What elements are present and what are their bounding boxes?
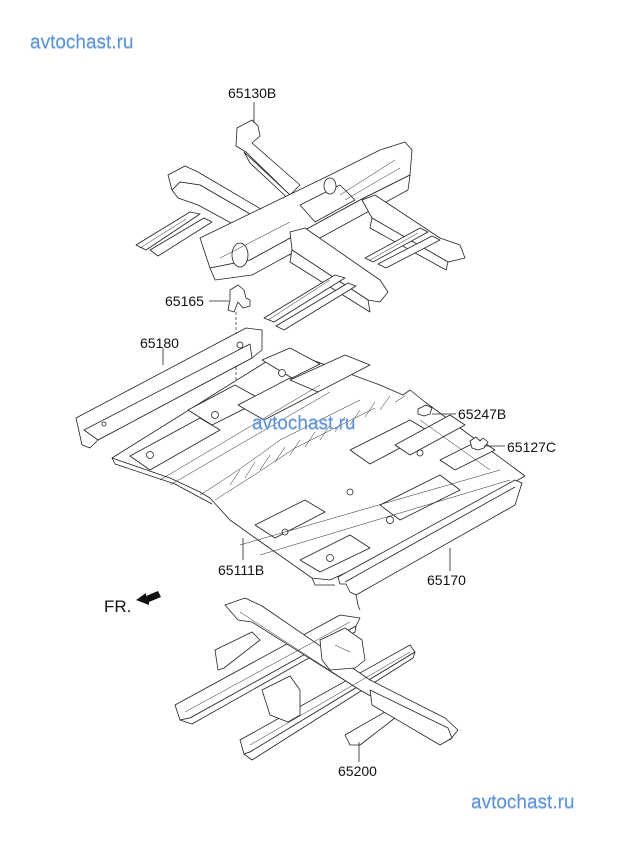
- part-65180-drawing: [75, 327, 263, 449]
- part-65200-drawing: [174, 597, 459, 761]
- part-label-65130B: 65130B: [228, 85, 277, 101]
- part-label-65170: 65170: [427, 572, 466, 588]
- part-65165-drawing: [227, 284, 251, 313]
- part-label-65111B: 65111B: [218, 562, 265, 578]
- part-label-65165: 65165: [165, 293, 204, 309]
- part-label-65127C: 65127C: [507, 439, 557, 455]
- part-label-65180: 65180: [140, 335, 179, 351]
- part-65247B-drawing: [417, 404, 433, 417]
- arrow-front-icon: [136, 591, 161, 605]
- part-65170-drawing: [337, 479, 523, 611]
- watermark-bottom-right: avtochast.ru: [471, 792, 575, 813]
- part-label-65200: 65200: [338, 763, 377, 779]
- part-65130B-drawing: [135, 119, 466, 331]
- watermark-top-left: avtochast.ru: [30, 32, 134, 53]
- front-direction-label: FR.: [104, 597, 132, 616]
- part-65127C-drawing: [469, 436, 489, 451]
- leader-lines: [162, 102, 505, 762]
- watermark-center: avtochast.ru: [252, 413, 356, 434]
- part-label-65247B: 65247B: [458, 406, 507, 422]
